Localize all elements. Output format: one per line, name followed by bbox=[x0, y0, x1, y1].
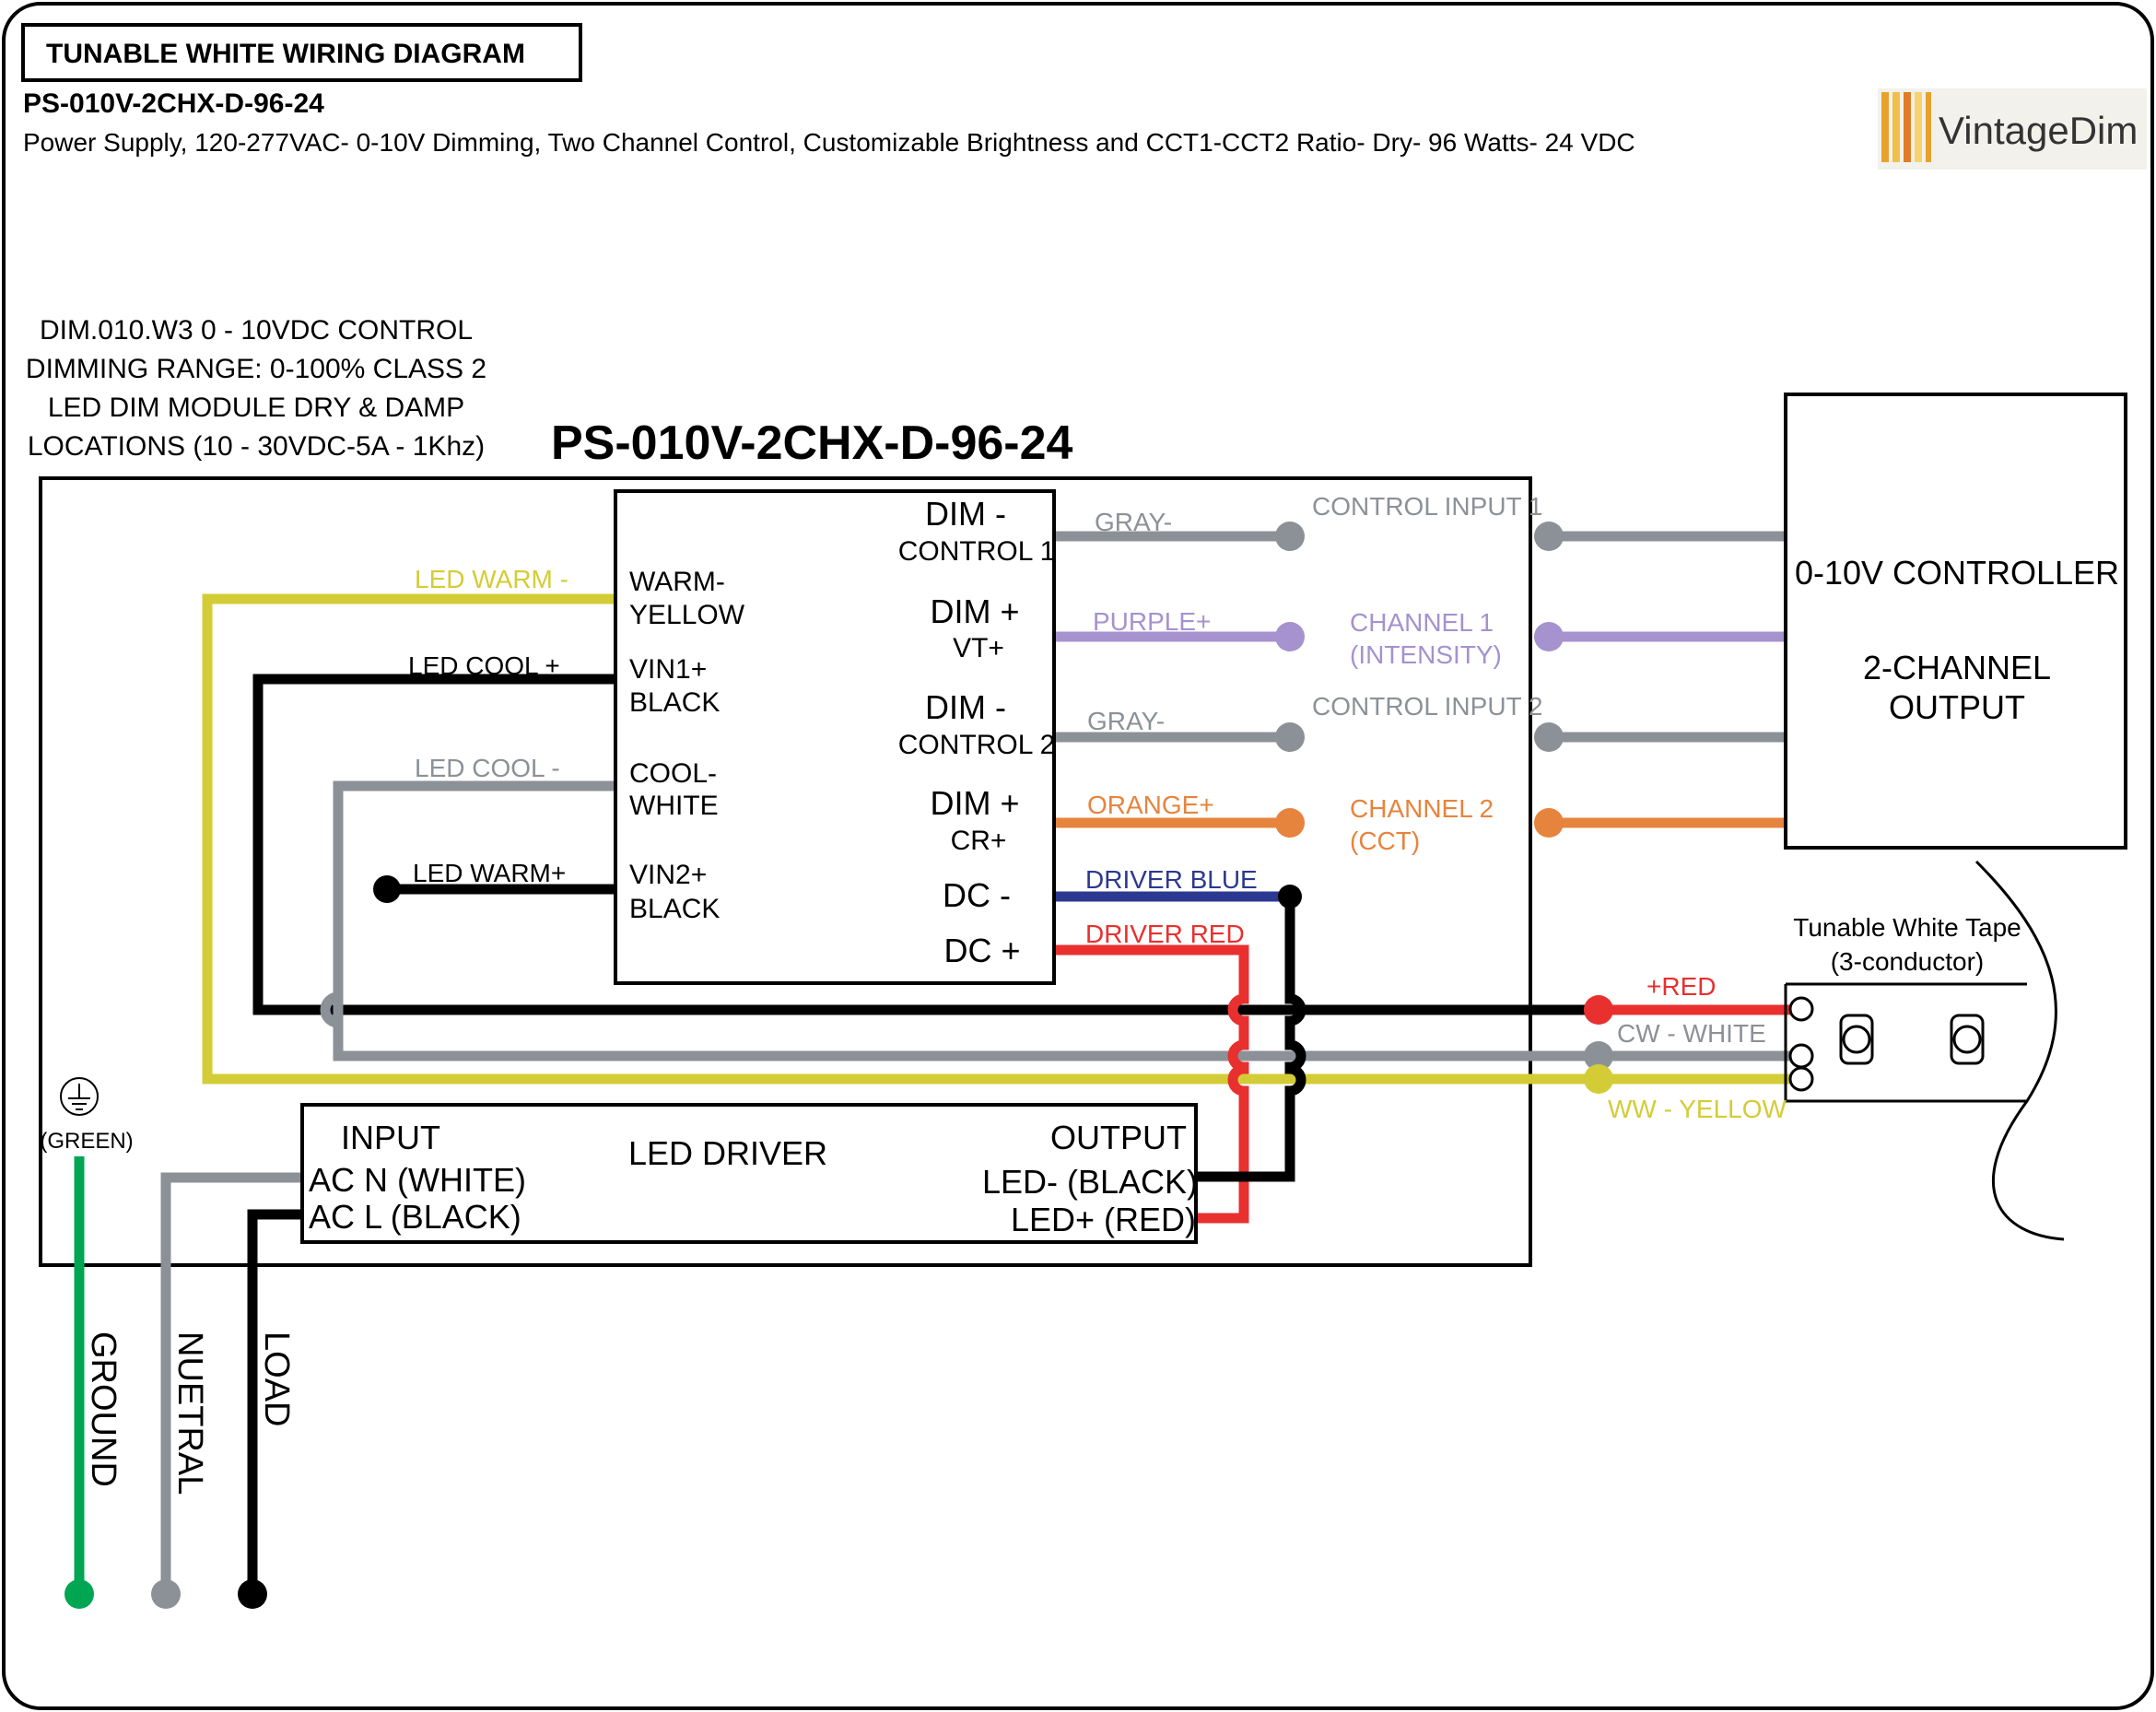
wire-led-cool-minus bbox=[333, 780, 1599, 1061]
title-box bbox=[21, 23, 582, 82]
label-channel-2: CHANNEL 2 bbox=[1350, 794, 1494, 823]
tape-label-white: CW - WHITE bbox=[1617, 1019, 1766, 1048]
wire-load-end bbox=[238, 1579, 267, 1609]
header-description: Power Supply, 120-277VAC- 0-10V Dimming,… bbox=[23, 128, 1635, 157]
module-model-title: PS-010V-2CHX-D-96-24 bbox=[551, 416, 1073, 470]
svg-text:CONTROL 2: CONTROL 2 bbox=[898, 730, 1056, 760]
ctl-dot-orange bbox=[1534, 808, 1564, 838]
ground-symbol-label: (GREEN) bbox=[40, 1129, 133, 1154]
svg-text:DIMMING RANGE: 0-100% CLASS 2: DIMMING RANGE: 0-100% CLASS 2 bbox=[26, 354, 486, 384]
driver-led-plus: LED+ (RED) bbox=[1011, 1201, 1196, 1238]
svg-text:DIM.010.W3 0 - 10VDC CONTROL: DIM.010.W3 0 - 10VDC CONTROL bbox=[40, 315, 473, 346]
terminal-dot-purple bbox=[1275, 622, 1305, 651]
module-right-terminals: DIM - CONTROL 1 DIM + VT+ DIM - CONTROL … bbox=[898, 495, 1056, 969]
enclosure-box bbox=[39, 476, 1532, 1267]
led-tape-strip bbox=[1784, 860, 2065, 1241]
label-load: LOAD bbox=[257, 1331, 296, 1426]
svg-text:LOCATIONS (10 - 30VDC-5A - 1Kh: LOCATIONS (10 - 30VDC-5A - 1Khz) bbox=[28, 431, 485, 462]
header-model: PS-010V-2CHX-D-96-24 bbox=[23, 88, 324, 119]
label-ground: GROUND bbox=[84, 1331, 123, 1487]
label-control-input-1: CONTROL INPUT 1 bbox=[1312, 492, 1542, 521]
tape-subtitle: (3-conductor) bbox=[1831, 947, 1985, 976]
logo-text: VintageDim bbox=[1939, 109, 2138, 152]
tape-title: Tunable White Tape bbox=[1793, 913, 2021, 942]
tape-dot-red bbox=[1584, 995, 1613, 1025]
svg-text:WARM-: WARM- bbox=[629, 567, 725, 597]
terminal-dot-gray-2 bbox=[1275, 722, 1305, 752]
diagram-title: TUNABLE WHITE WIRING DIAGRAM bbox=[46, 39, 525, 69]
tape-label-red: +RED bbox=[1646, 972, 1716, 1001]
wire-driver-black bbox=[1198, 897, 1306, 1182]
label-neutral: NUETRAL bbox=[170, 1331, 209, 1495]
svg-text:BLACK: BLACK bbox=[629, 894, 720, 924]
svg-text:BLACK: BLACK bbox=[629, 687, 720, 718]
label-led-warm-plus: LED WARM+ bbox=[413, 859, 566, 887]
terminal-dot-dc-minus bbox=[1278, 885, 1302, 909]
controller-channel: 2-CHANNEL bbox=[1863, 649, 2051, 686]
label-driver-red: DRIVER RED bbox=[1085, 920, 1245, 948]
wire-load bbox=[247, 1209, 304, 1594]
dim-module-note: DIM.010.W3 0 - 10VDC CONTROL DIMMING RAN… bbox=[26, 315, 486, 462]
wire-neutral bbox=[160, 1172, 304, 1594]
wire-driver-red bbox=[1055, 944, 1249, 1224]
label-led-cool-plus: LED COOL + bbox=[408, 651, 560, 680]
svg-text:LED DIM MODULE DRY & DAMP: LED DIM MODULE DRY & DAMP bbox=[48, 393, 464, 423]
tape-dot-yellow bbox=[1584, 1064, 1613, 1094]
gray-crossover-hop bbox=[320, 991, 339, 1028]
ground-symbol-icon bbox=[60, 1077, 99, 1116]
wire-led-warm-minus bbox=[202, 593, 1599, 1085]
svg-text:DIM +: DIM + bbox=[930, 784, 1019, 822]
driver-output-label: OUTPUT bbox=[1050, 1119, 1187, 1156]
label-gray-1: GRAY- bbox=[1095, 508, 1172, 536]
controller-output: OUTPUT bbox=[1889, 688, 2025, 726]
tape-label-yellow: WW - YELLOW bbox=[1608, 1095, 1787, 1123]
ctl-dot-purple bbox=[1534, 622, 1564, 651]
svg-text:CONTROL 1: CONTROL 1 bbox=[898, 536, 1056, 567]
svg-text:WHITE: WHITE bbox=[629, 791, 719, 821]
svg-text:DIM -: DIM - bbox=[925, 495, 1006, 533]
driver-led-minus: LED- (BLACK) bbox=[982, 1163, 1198, 1201]
wire-led-warm-plus-end bbox=[373, 875, 401, 903]
label-led-cool-minus: LED COOL - bbox=[415, 754, 560, 782]
wire-neutral-end bbox=[151, 1579, 181, 1609]
tape-dot-gray bbox=[1584, 1041, 1613, 1071]
ctl-dot-gray-2 bbox=[1534, 722, 1564, 752]
svg-text:DC -: DC - bbox=[943, 876, 1011, 914]
label-control-input-2: CONTROL INPUT 2 bbox=[1312, 692, 1542, 721]
label-gray-2: GRAY- bbox=[1087, 707, 1165, 735]
driver-input-label: INPUT bbox=[341, 1119, 440, 1156]
wire-ground-end bbox=[64, 1579, 94, 1609]
svg-text:YELLOW: YELLOW bbox=[629, 600, 745, 630]
label-channel-1: CHANNEL 1 bbox=[1350, 608, 1494, 637]
controller-box bbox=[1784, 393, 2127, 850]
label-channel-2-cct: (CCT) bbox=[1350, 827, 1420, 855]
controller-title: 0-10V CONTROLLER bbox=[1795, 554, 2119, 592]
terminal-dot-gray-1 bbox=[1275, 522, 1305, 551]
label-channel-1-intensity: (INTENSITY) bbox=[1350, 640, 1502, 669]
svg-text:VT+: VT+ bbox=[953, 633, 1004, 663]
svg-text:VIN2+: VIN2+ bbox=[629, 860, 707, 890]
terminal-dot-orange bbox=[1275, 808, 1305, 838]
label-driver-blue: DRIVER BLUE bbox=[1085, 865, 1258, 894]
vintagedim-logo: VintageDim bbox=[1878, 88, 2147, 170]
driver-ac-l: AC L (BLACK) bbox=[309, 1198, 521, 1236]
svg-text:DIM +: DIM + bbox=[930, 592, 1019, 630]
svg-text:COOL-: COOL- bbox=[629, 758, 717, 789]
ctl-dot-gray-1 bbox=[1534, 522, 1564, 551]
wire-led-cool-plus bbox=[252, 674, 1599, 1015]
driver-title: LED DRIVER bbox=[628, 1134, 827, 1172]
svg-text:CR+: CR+ bbox=[951, 826, 1007, 856]
module-left-terminals: WARM- YELLOW VIN1+ BLACK COOL- WHITE VIN… bbox=[629, 567, 745, 924]
label-purple: PURPLE+ bbox=[1093, 607, 1211, 636]
svg-text:DC +: DC + bbox=[943, 932, 1020, 969]
dim-module-box bbox=[614, 489, 1056, 985]
svg-text:DIM -: DIM - bbox=[925, 688, 1006, 726]
label-led-warm-minus: LED WARM - bbox=[415, 565, 568, 593]
label-orange: ORANGE+ bbox=[1087, 791, 1214, 819]
svg-text:VIN1+: VIN1+ bbox=[629, 654, 707, 685]
driver-ac-n: AC N (WHITE) bbox=[309, 1161, 526, 1199]
led-driver-box bbox=[300, 1103, 1198, 1244]
